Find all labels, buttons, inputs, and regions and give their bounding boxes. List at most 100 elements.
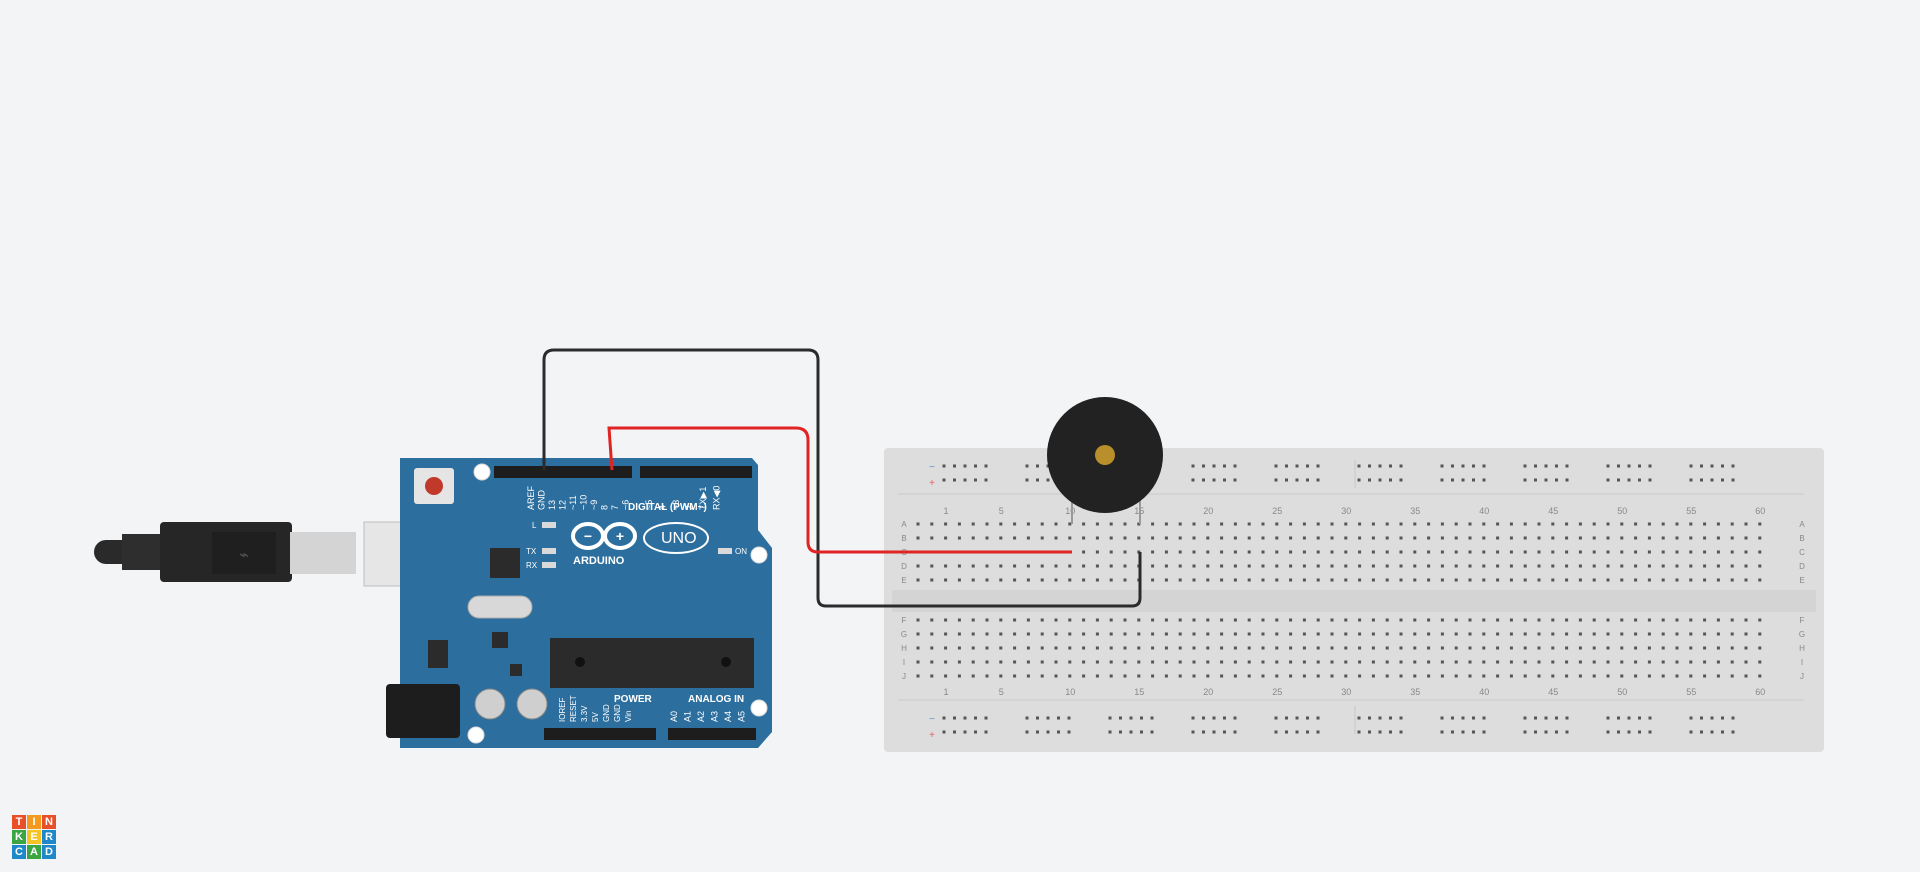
breadboard-hole[interactable]: [1509, 550, 1513, 554]
breadboard-hole[interactable]: [957, 660, 961, 664]
rail-hole[interactable]: [1451, 716, 1454, 720]
breadboard-hole[interactable]: [1220, 646, 1224, 650]
breadboard-hole[interactable]: [1206, 550, 1210, 554]
rail-hole[interactable]: [1046, 730, 1050, 734]
breadboard-hole[interactable]: [1523, 522, 1527, 526]
breadboard-hole[interactable]: [1302, 578, 1306, 582]
breadboard-hole[interactable]: [1551, 564, 1555, 568]
breadboard-hole[interactable]: [1440, 536, 1444, 540]
breadboard-hole[interactable]: [1247, 618, 1251, 622]
rail-hole[interactable]: [1638, 478, 1641, 482]
breadboard-hole[interactable]: [1013, 522, 1017, 526]
breadboard-hole[interactable]: [1551, 660, 1555, 664]
rail-hole[interactable]: [1565, 464, 1569, 468]
breadboard-hole[interactable]: [1123, 674, 1127, 678]
rail-hole[interactable]: [1119, 730, 1122, 734]
breadboard-hole[interactable]: [1399, 522, 1403, 526]
breadboard-hole[interactable]: [1275, 578, 1279, 582]
breadboard-hole[interactable]: [1537, 578, 1541, 582]
breadboard-hole[interactable]: [1758, 522, 1762, 526]
breadboard-hole[interactable]: [1109, 646, 1113, 650]
breadboard-hole[interactable]: [999, 578, 1003, 582]
rail-hole[interactable]: [1119, 716, 1122, 720]
breadboard-hole[interactable]: [1703, 646, 1707, 650]
breadboard-hole[interactable]: [1523, 646, 1527, 650]
breadboard-hole[interactable]: [1758, 618, 1762, 622]
breadboard-hole[interactable]: [1233, 646, 1237, 650]
breadboard-hole[interactable]: [971, 578, 975, 582]
rail-hole[interactable]: [1274, 464, 1278, 468]
breadboard-hole[interactable]: [1482, 674, 1486, 678]
rail-hole[interactable]: [1108, 730, 1112, 734]
breadboard-hole[interactable]: [1496, 550, 1500, 554]
breadboard-hole[interactable]: [944, 646, 948, 650]
breadboard-hole[interactable]: [1744, 674, 1748, 678]
breadboard-hole[interactable]: [1606, 522, 1610, 526]
breadboard-hole[interactable]: [1330, 578, 1334, 582]
breadboard-hole[interactable]: [1220, 618, 1224, 622]
breadboard-hole[interactable]: [1385, 564, 1389, 568]
breadboard-hole[interactable]: [1758, 550, 1762, 554]
breadboard-hole[interactable]: [1385, 522, 1389, 526]
breadboard-hole[interactable]: [1634, 618, 1638, 622]
breadboard-hole[interactable]: [1344, 618, 1348, 622]
rail-hole[interactable]: [1472, 464, 1475, 468]
breadboard-hole[interactable]: [1233, 522, 1237, 526]
breadboard-hole[interactable]: [1496, 646, 1500, 650]
rail-hole[interactable]: [1202, 464, 1205, 468]
breadboard-hole[interactable]: [1151, 660, 1155, 664]
rail-hole[interactable]: [1627, 730, 1631, 734]
rail-hole[interactable]: [1378, 464, 1382, 468]
rail-hole[interactable]: [1482, 730, 1486, 734]
breadboard-hole[interactable]: [1647, 564, 1651, 568]
breadboard-hole[interactable]: [1137, 674, 1141, 678]
rail-hole[interactable]: [1440, 464, 1444, 468]
breadboard-hole[interactable]: [1123, 618, 1127, 622]
breadboard-hole[interactable]: [1137, 536, 1141, 540]
breadboard-hole[interactable]: [1482, 564, 1486, 568]
breadboard-hole[interactable]: [1068, 536, 1072, 540]
breadboard-hole[interactable]: [1095, 550, 1099, 554]
breadboard-hole[interactable]: [1551, 646, 1555, 650]
breadboard-hole[interactable]: [1151, 522, 1155, 526]
breadboard-hole[interactable]: [971, 536, 975, 540]
rail-hole[interactable]: [1223, 730, 1226, 734]
breadboard-hole[interactable]: [1413, 564, 1417, 568]
rail-hole[interactable]: [1721, 716, 1724, 720]
breadboard-hole[interactable]: [1661, 632, 1665, 636]
breadboard-hole[interactable]: [1261, 646, 1265, 650]
breadboard-hole[interactable]: [1703, 660, 1707, 664]
breadboard-hole[interactable]: [1454, 674, 1458, 678]
breadboard-hole[interactable]: [1468, 564, 1472, 568]
breadboard-hole[interactable]: [1192, 674, 1196, 678]
breadboard-hole[interactable]: [1496, 564, 1500, 568]
breadboard-hole[interactable]: [1192, 632, 1196, 636]
rail-hole[interactable]: [1700, 464, 1703, 468]
rail-hole[interactable]: [1689, 730, 1693, 734]
breadboard-hole[interactable]: [1261, 618, 1265, 622]
breadboard-hole[interactable]: [1578, 522, 1582, 526]
breadboard-hole[interactable]: [1551, 618, 1555, 622]
breadboard-hole[interactable]: [1095, 660, 1099, 664]
breadboard-hole[interactable]: [1344, 536, 1348, 540]
breadboard-hole[interactable]: [944, 564, 948, 568]
breadboard-hole[interactable]: [1647, 660, 1651, 664]
breadboard-hole[interactable]: [1454, 660, 1458, 664]
breadboard-hole[interactable]: [1468, 550, 1472, 554]
breadboard-hole[interactable]: [1371, 646, 1375, 650]
breadboard-hole[interactable]: [1620, 632, 1624, 636]
rail-hole[interactable]: [1700, 730, 1703, 734]
breadboard-hole[interactable]: [1427, 578, 1431, 582]
breadboard-hole[interactable]: [1095, 536, 1099, 540]
breadboard-hole[interactable]: [1523, 632, 1527, 636]
rail-hole[interactable]: [1534, 716, 1537, 720]
breadboard-hole[interactable]: [957, 536, 961, 540]
breadboard-hole[interactable]: [1095, 578, 1099, 582]
rail-hole[interactable]: [953, 730, 956, 734]
breadboard-hole[interactable]: [1233, 632, 1237, 636]
breadboard-hole[interactable]: [999, 618, 1003, 622]
breadboard-hole[interactable]: [1164, 564, 1168, 568]
rail-hole[interactable]: [1555, 464, 1558, 468]
breadboard-hole[interactable]: [1220, 674, 1224, 678]
breadboard-hole[interactable]: [1109, 674, 1113, 678]
